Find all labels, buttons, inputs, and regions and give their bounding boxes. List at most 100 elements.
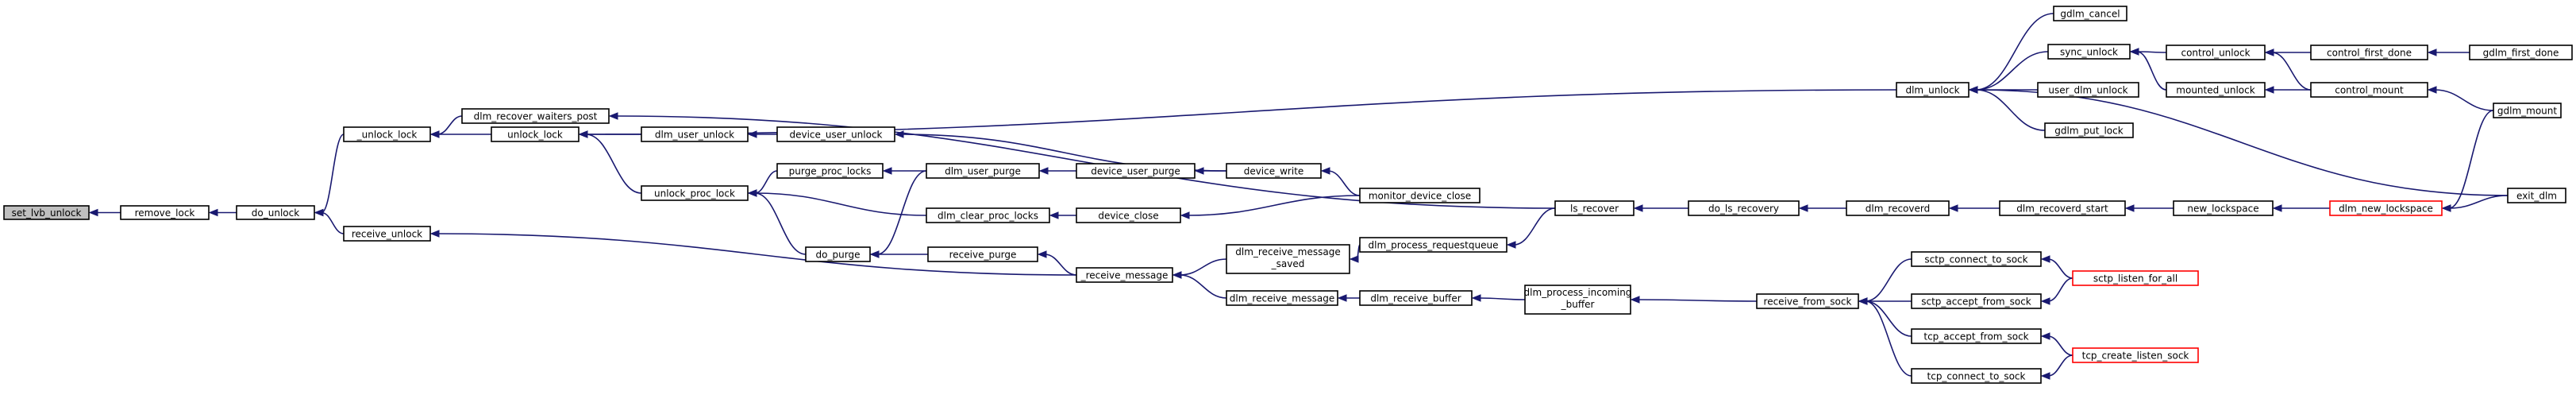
edge-dlm-process-incoming-buffer-to-dlm-receive-buffer bbox=[1471, 294, 1526, 302]
edge-tcp-create-listen-sock-to-tcp-connect-to-sock bbox=[2040, 354, 2074, 380]
edge-gdlm-put-lock-to-dlm-unlock bbox=[1968, 86, 2046, 131]
node-gdlm-first-done[interactable]: gdlm_first_done bbox=[2469, 45, 2573, 60]
node-box bbox=[1226, 244, 1350, 274]
node-dlm-user-unlock[interactable]: dlm_user_unlock bbox=[641, 126, 749, 142]
edge-line bbox=[1187, 195, 1361, 216]
node-dlm-unlock[interactable]: dlm_unlock bbox=[1896, 82, 1970, 98]
node-dlm-recover-waiters-post[interactable]: dlm_recover_waiters_post bbox=[461, 108, 610, 124]
edge-line bbox=[1865, 300, 1912, 337]
node-device-close[interactable]: device_close bbox=[1076, 207, 1181, 223]
node-box bbox=[1846, 200, 1950, 216]
node-exit-dlm[interactable]: exit_dlm bbox=[2507, 188, 2566, 203]
node-label: do_purge bbox=[816, 250, 861, 261]
node-dlm-new-lockspace[interactable]: dlm_new_lockspace bbox=[2329, 200, 2443, 216]
node-dlm-recoverd[interactable]: dlm_recoverd bbox=[1846, 200, 1950, 216]
node-remove-lock[interactable]: remove_lock bbox=[120, 205, 210, 220]
node-label: dlm_clear_proc_locks bbox=[938, 211, 1038, 222]
node-ls-recover[interactable]: ls_recover bbox=[1554, 200, 1635, 216]
arrowhead bbox=[894, 130, 904, 138]
arrowhead bbox=[1506, 241, 1516, 249]
node-device-user-unlock[interactable]: device_user_unlock bbox=[776, 126, 895, 142]
node-receive-purge[interactable]: receive_purge bbox=[927, 246, 1038, 262]
node-box bbox=[2507, 188, 2566, 203]
node-box bbox=[2166, 82, 2266, 98]
node-device-write[interactable]: device_write bbox=[1226, 163, 1322, 179]
node-gdlm-put-lock[interactable]: gdlm_put_lock bbox=[2044, 122, 2134, 138]
node-box bbox=[1911, 251, 2042, 267]
edge-monitor-device-close-to-device-close bbox=[1180, 195, 1361, 219]
node-new-lockspace[interactable]: new_lockspace bbox=[2173, 200, 2274, 216]
node-label: device_close bbox=[1098, 211, 1158, 222]
node--unlock-lock[interactable]: _unlock_lock bbox=[343, 126, 431, 142]
node-dlm-process-incoming-buffer[interactable]: dlm_process_incoming_buffer bbox=[1524, 285, 1632, 315]
node-dlm-process-requestqueue[interactable]: dlm_process_requestqueue bbox=[1359, 237, 1507, 253]
arrowhead bbox=[2272, 204, 2282, 212]
arrowhead bbox=[882, 167, 892, 175]
edge-line bbox=[754, 170, 778, 194]
node-label: control_unlock bbox=[2181, 48, 2250, 59]
node-control-first-done[interactable]: control_first_done bbox=[2310, 45, 2428, 60]
node--receive-message[interactable]: _receive_message bbox=[1076, 267, 1173, 283]
node-monitor-device-close[interactable]: monitor_device_close bbox=[1359, 188, 1481, 203]
node-receive-unlock[interactable]: receive_unlock bbox=[343, 226, 431, 242]
node-control-unlock[interactable]: control_unlock bbox=[2166, 45, 2266, 60]
arrowhead bbox=[1858, 297, 1868, 305]
node-unlock-proc-lock[interactable]: unlock_proc_lock bbox=[641, 185, 749, 201]
node-box bbox=[2047, 44, 2131, 60]
node-set-lvb-unlock: set_lvb_unlock bbox=[3, 205, 90, 220]
node-tcp-accept-from-sock[interactable]: tcp_accept_from_sock bbox=[1911, 328, 2042, 344]
node-user-dlm-unlock[interactable]: user_dlm_unlock bbox=[2037, 82, 2139, 98]
node-label: gdlm_first_done bbox=[2483, 48, 2559, 59]
node-label: sctp_listen_for_all bbox=[2093, 273, 2177, 285]
node-do-ls-recovery[interactable]: do_ls_recovery bbox=[1688, 200, 1800, 216]
node-tcp-create-listen-sock[interactable]: tcp_create_listen_sock bbox=[2072, 347, 2199, 363]
edge-line bbox=[754, 192, 807, 255]
arrowhead bbox=[429, 130, 440, 138]
node-label: sctp_connect_to_sock bbox=[1924, 254, 2027, 265]
node-box bbox=[2310, 82, 2428, 98]
node-dlm-user-purge[interactable]: dlm_user_purge bbox=[926, 163, 1040, 179]
node-do-purge[interactable]: do_purge bbox=[805, 246, 871, 262]
edge-line bbox=[2136, 51, 2167, 91]
node-label: dlm_recover_waiters_post bbox=[474, 111, 598, 122]
node-dlm-receive-buffer[interactable]: dlm_receive_buffer bbox=[1359, 290, 1473, 306]
node-unlock-lock[interactable]: unlock_lock bbox=[491, 126, 580, 142]
edge-line bbox=[1975, 89, 2509, 196]
node-label: dlm_user_purge bbox=[945, 166, 1021, 177]
edge-gdlm-mount-to-dlm-new-lockspace bbox=[2441, 110, 2494, 212]
node-mounted-unlock[interactable]: mounted_unlock bbox=[2166, 82, 2266, 98]
node-label: do_ls_recovery bbox=[1708, 203, 1779, 215]
node-dlm-recoverd-start[interactable]: dlm_recoverd_start bbox=[1999, 200, 2126, 216]
edge-dlm-recoverd-start-to-dlm-recoverd bbox=[1948, 204, 2000, 212]
node-purge-proc-locks[interactable]: purge_proc_locks bbox=[776, 163, 884, 179]
edge-line bbox=[585, 134, 642, 194]
node-box bbox=[1226, 163, 1322, 179]
edge-mounted-unlock-to-sync-unlock bbox=[2129, 48, 2167, 91]
node-label: _receive_message bbox=[1080, 270, 1169, 281]
node-sync-unlock[interactable]: sync_unlock bbox=[2047, 44, 2131, 60]
node-control-mount[interactable]: control_mount bbox=[2310, 82, 2428, 98]
node-receive-from-sock[interactable]: receive_from_sock bbox=[1756, 293, 1859, 309]
edge-line bbox=[2047, 277, 2074, 302]
node-dlm-receive-message-saved[interactable]: dlm_receive_message_saved bbox=[1226, 244, 1350, 274]
node-label: monitor_device_close bbox=[1369, 191, 1471, 202]
node-gdlm-cancel[interactable]: gdlm_cancel bbox=[2053, 6, 2127, 21]
node-dlm-clear-proc-locks[interactable]: dlm_clear_proc_locks bbox=[926, 207, 1050, 223]
edge-line bbox=[2434, 89, 2494, 111]
node-do-unlock[interactable]: do_unlock bbox=[236, 205, 315, 220]
edge-gdlm-first-done-to-control-first-done bbox=[2427, 48, 2470, 56]
node-tcp-connect-to-sock[interactable]: tcp_connect_to_sock bbox=[1911, 368, 2042, 384]
edge-line bbox=[754, 192, 927, 216]
node-sctp-listen-for-all[interactable]: sctp_listen_for_all bbox=[2072, 270, 2199, 286]
node-sctp-accept-from-sock[interactable]: sctp_accept_from_sock bbox=[1911, 293, 2042, 309]
node-device-user-purge[interactable]: device_user_purge bbox=[1076, 163, 1196, 179]
node-box bbox=[2329, 200, 2443, 216]
node-gdlm-mount[interactable]: gdlm_mount bbox=[2493, 103, 2562, 118]
edge-do-purge-to-unlock-proc-lock bbox=[747, 189, 807, 255]
edges-layer bbox=[88, 13, 2509, 380]
arrowhead bbox=[747, 130, 757, 138]
node-box bbox=[343, 126, 431, 142]
node-dlm-receive-message[interactable]: dlm_receive_message bbox=[1226, 290, 1338, 306]
arrowhead bbox=[1038, 167, 1049, 175]
node-sctp-connect-to-sock[interactable]: sctp_connect_to_sock bbox=[1911, 251, 2042, 267]
